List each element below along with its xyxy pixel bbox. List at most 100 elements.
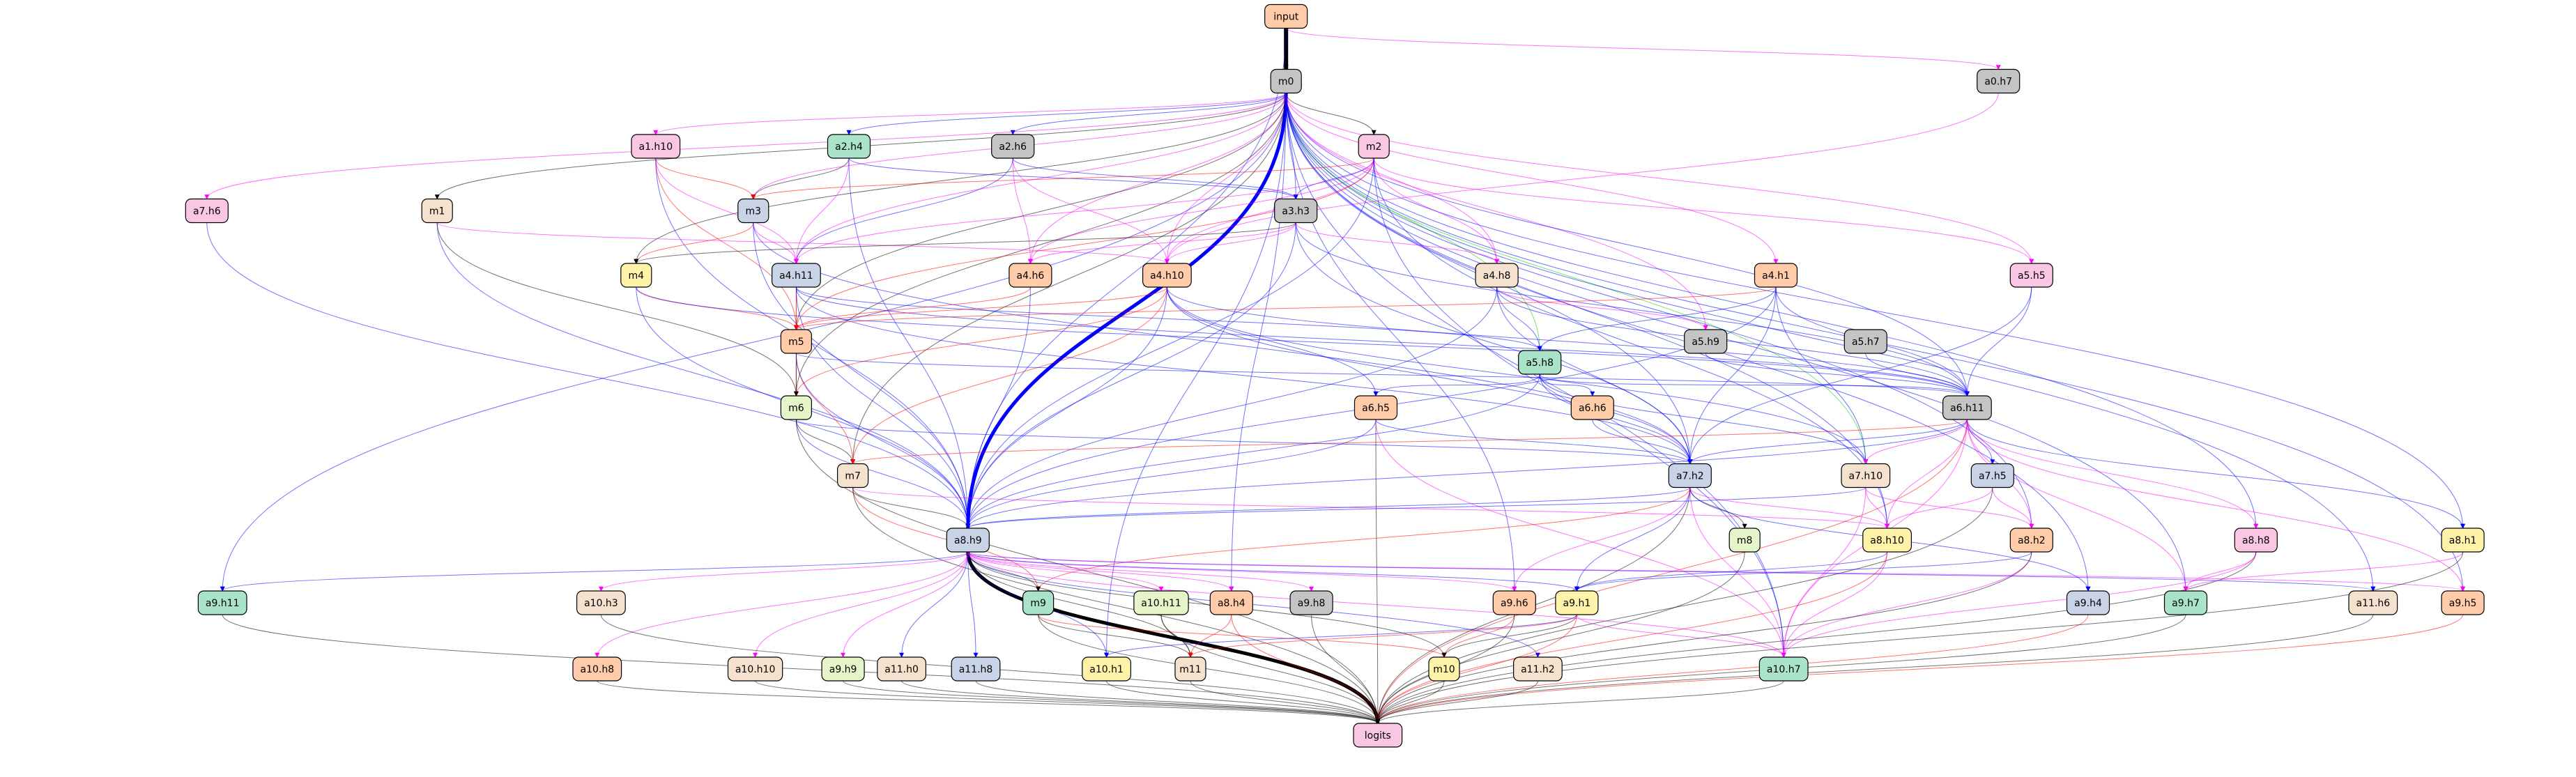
node-m4: m4	[620, 263, 652, 288]
node-a10h1: a10.h1	[1082, 656, 1132, 682]
node-a10h8: a10.h8	[572, 656, 622, 682]
node-label-input: input	[1273, 12, 1299, 23]
edge-a5h8-to-a7h10	[1539, 374, 1869, 465]
edge-a8h9-to-a11h0	[899, 551, 969, 658]
node-a11h2: a11.h2	[1513, 656, 1563, 682]
node-a10h11: a10.h11	[1133, 590, 1189, 615]
node-label-a4h1: a4.h1	[1762, 270, 1790, 282]
edge-a8h9-to-a9h11	[220, 551, 969, 592]
edge-a4h10-to-m5	[794, 286, 1167, 330]
node-box-a11h2	[1513, 656, 1563, 682]
node-a8h4: a8.h4	[1209, 590, 1253, 615]
edge-a10h7-to-logits	[1375, 680, 1784, 724]
node-box-a0h7	[1977, 68, 2021, 94]
node-label-m3: m3	[746, 206, 762, 217]
edge-m8-to-logits	[1375, 551, 1745, 724]
edge-m0-to-m2	[1285, 93, 1377, 135]
node-label-a10h3: a10.h3	[584, 598, 618, 609]
node-label-a8h2: a8.h2	[2018, 535, 2046, 546]
node-m10: m10	[1428, 656, 1460, 682]
edge-a11h0-to-logits	[901, 680, 1381, 724]
edge-a8h2-to-logits	[1375, 551, 2032, 724]
node-label-a4h11: a4.h11	[779, 270, 813, 282]
edge-a4h10-to-a6h5	[1166, 286, 1379, 397]
node-a10h7: a10.h7	[1758, 656, 1809, 682]
node-m1: m1	[421, 198, 453, 224]
edge-a3h3-to-a4h10	[1164, 222, 1296, 264]
edge-m0-to-a1h10	[653, 93, 1287, 135]
edge-m0-to-a5h5	[1285, 93, 2034, 264]
edge-m0-to-a5h9	[1285, 93, 1708, 330]
node-label-m5: m5	[788, 337, 804, 348]
node-box-a5h7	[1843, 329, 1887, 354]
edge-m2-to-a8h10	[1373, 157, 1890, 529]
node-label-a5h5: a5.h5	[2018, 270, 2046, 282]
edge-a2h6-to-a4h11	[793, 157, 1013, 264]
edge-m7-to-a8h10	[852, 487, 1889, 529]
node-box-m0	[1270, 68, 1302, 94]
node-a9h4: a9.h4	[2066, 590, 2110, 615]
edge-m5-to-a6h11	[795, 353, 1970, 397]
node-box-m6	[780, 395, 813, 420]
node-label-a7h10: a7.h10	[1848, 471, 1883, 482]
node-a7h2: a7.h2	[1668, 463, 1712, 488]
edge-a8h10-to-a10h7	[1781, 551, 1888, 658]
edge-a8h9-to-a11h8	[967, 551, 979, 658]
edge-a1h10-to-m5	[655, 157, 799, 330]
node-box-a9h11	[197, 590, 247, 615]
edge-a8h9-to-a9h6	[967, 551, 1517, 592]
node-a4h1: a4.h1	[1754, 263, 1798, 288]
node-label-m0: m0	[1278, 77, 1294, 88]
node-box-a11h6	[2348, 590, 2398, 615]
edge-a9h8-to-logits	[1311, 614, 1381, 724]
edge-a8h9-to-a9h9	[841, 551, 969, 658]
edge-m6-to-a7h2	[795, 419, 1693, 465]
node-m3: m3	[737, 198, 769, 224]
node-a9h8: a9.h8	[1289, 590, 1333, 615]
edge-a3h3-to-m4	[634, 222, 1296, 264]
edge-m11-to-logits	[1190, 680, 1381, 724]
edge-m1-to-a8h9	[436, 222, 971, 529]
node-label-a6h5: a6.h5	[1362, 403, 1390, 414]
node-box-m7	[836, 463, 869, 488]
edge-a5h5-to-a7h2	[1687, 286, 2032, 465]
node-a4h6: a4.h6	[1009, 263, 1052, 288]
node-label-a11h8: a11.h8	[959, 664, 993, 675]
edge-a7h5-to-a8h2	[1992, 487, 2034, 529]
edge-m3-to-m4	[634, 222, 754, 264]
node-label-a9h8: a9.h8	[1298, 598, 1326, 609]
node-label-a10h11: a10.h11	[1141, 598, 1181, 609]
edge-m4-to-a6h11	[636, 286, 1970, 397]
edge-a2h6-to-a4h6	[1012, 157, 1033, 264]
node-box-m3	[737, 198, 769, 224]
node-box-a7h2	[1668, 463, 1712, 488]
edge-a6h11-to-a7h2	[1687, 419, 1968, 465]
node-a5h7: a5.h7	[1843, 329, 1887, 354]
edge-a6h11-to-a8h8	[1966, 419, 2259, 529]
node-label-a11h0: a11.h0	[884, 664, 919, 675]
node-label-a10h8: a10.h8	[580, 664, 614, 675]
edge-a4h11-to-a5h8	[795, 286, 1542, 351]
edge-a9h9-to-logits	[843, 680, 1381, 724]
edge-m1-to-a4h10	[436, 222, 1170, 264]
node-label-a9h11: a9.h11	[206, 598, 240, 609]
edge-a8h9-to-a10h3	[599, 551, 969, 592]
node-box-a9h4	[2066, 590, 2110, 615]
edge-m0-to-a6h11	[1285, 93, 1970, 397]
node-m5: m5	[780, 329, 813, 354]
edge-a4h1-to-a7h2	[1687, 286, 1777, 465]
edge-a8h10-to-a9h1	[1574, 551, 1888, 592]
node-box-m5	[780, 329, 813, 354]
node-label-a4h6: a4.h6	[1017, 270, 1045, 282]
edge-input-to-a0h7	[1285, 28, 2001, 70]
edge-a4h1-to-a7h10	[1775, 286, 1869, 465]
node-box-input	[1264, 3, 1308, 29]
edge-a8h9-to-a10h7	[967, 551, 1786, 658]
edge-a6h5-to-a10h7	[1375, 419, 1786, 658]
edge-a3h3-to-a7h2	[1295, 222, 1693, 465]
node-a11h0: a11.h0	[877, 656, 927, 682]
edge-a10h8-to-logits	[597, 680, 1381, 724]
node-label-a4h8: a4.h8	[1483, 270, 1511, 282]
node-box-a2h4	[827, 134, 871, 159]
edge-m0-to-a2h4	[846, 93, 1287, 135]
